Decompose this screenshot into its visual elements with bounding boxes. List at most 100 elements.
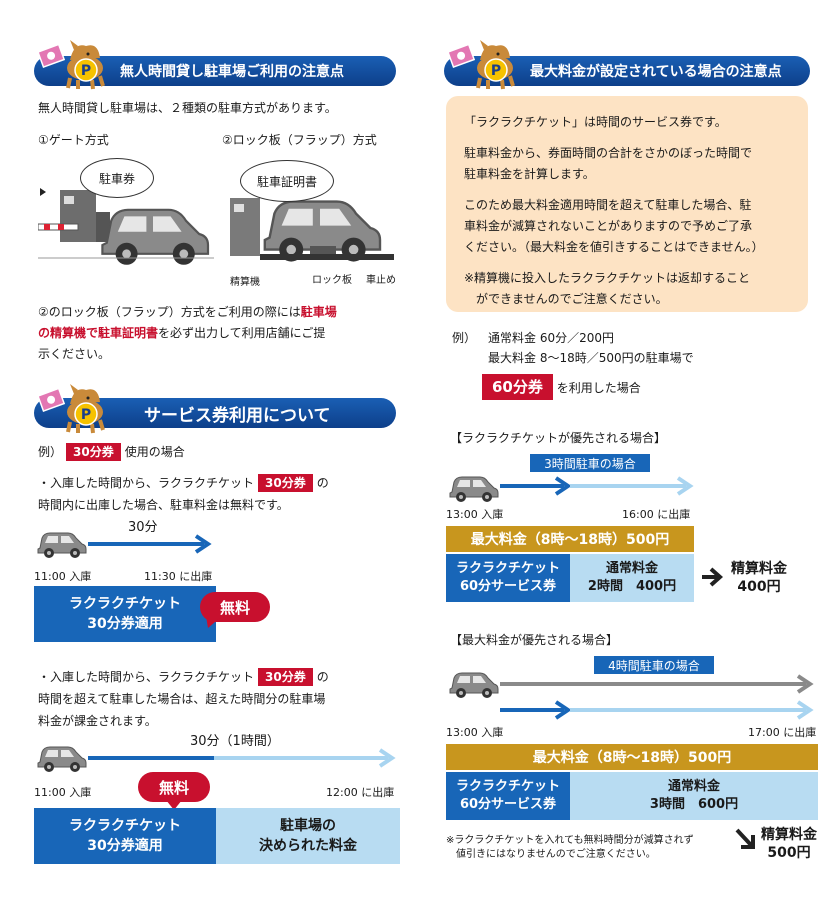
example-suffix: 使用の場合	[124, 445, 185, 459]
example-max: 最大料金 8～18時／500円の駐車場で	[488, 351, 694, 365]
bullet-text: 時間を超えて駐車した場合は、超えた時間分の駐車場	[38, 692, 326, 706]
car-icon	[36, 524, 88, 560]
case2-result: 精算料金 500円	[756, 826, 822, 862]
duration-label: 30分（1時間）	[190, 734, 280, 749]
free-badge-tail	[166, 800, 182, 810]
max-fee-text: 最大料金（8時～18時）500円	[532, 750, 732, 766]
box-line: ラクラクチケット	[455, 561, 560, 576]
case-label-text: 4時間駐車の場合	[608, 658, 700, 673]
notice-line: このため最大料金適用時間を超えて駐車した場合、駐	[464, 198, 752, 212]
arrow-down-right-icon	[735, 828, 755, 849]
case1-heading: 【ラクラクチケットが優先される場合】	[450, 431, 667, 445]
ticket-applied-box: ラクラクチケット 30分券適用	[34, 586, 216, 642]
case2-heading: 【最大料金が優先される場合】	[450, 633, 619, 647]
case1-max-fee: 最大料金（8時～18時）500円	[446, 526, 694, 552]
label-machine: 精算機	[230, 277, 260, 288]
note-highlight: の精算機で駐車証明書	[38, 326, 159, 340]
label-lock: ロック板	[312, 275, 352, 286]
ticket-badge: 30分券	[66, 443, 121, 461]
note-part: 示ください。	[38, 347, 111, 361]
ticket-applied-box: ラクラクチケット 30分券適用	[34, 808, 216, 864]
case2-ticket-box: ラクラクチケット 60分サービス券	[446, 772, 570, 820]
max-fee-text: 最大料金（8時～18時）500円	[470, 532, 670, 548]
example-prefix: 例）	[38, 445, 63, 459]
notice-line: 車料金が減算されないことがありますので予めご了承	[464, 219, 753, 233]
bullet-text: の	[316, 670, 329, 684]
case1-ticket-box: ラクラクチケット 60分サービス券	[446, 554, 570, 602]
case2-arrow-blue	[500, 700, 814, 720]
bubble-ticket: 駐車券	[80, 158, 154, 198]
example-normal: 通常料金 60分／200円	[488, 331, 614, 345]
case2-max-fee: 最大料金（8時～18時）500円	[446, 744, 818, 770]
intro-text: 無人時間貸し駐車場は、２種類の駐車方式があります。	[38, 101, 337, 115]
case2-label: 4時間駐車の場合	[594, 656, 714, 674]
example-prefix: 例）	[452, 331, 477, 345]
bullet-text: ・入庫した時間から、ラクラクチケット	[38, 476, 255, 490]
box-line: ラクラクチケット	[69, 818, 181, 834]
case2-out: 17:00 に出庫	[748, 726, 817, 739]
bullet-text: 料金が課金されます。	[38, 714, 157, 728]
case1-normal-box: 通常料金 2時間 400円	[570, 554, 694, 602]
bullet-text: 時間内に出庫した場合、駐車料金は無料です。	[38, 498, 289, 512]
bubble-certificate-text: 駐車証明書	[256, 174, 317, 189]
example-suffix: を利用した場合	[556, 381, 641, 395]
case1-result: 精算料金 400円	[726, 560, 792, 596]
free-badge-tail	[206, 616, 222, 628]
box-line: 30分券適用	[87, 616, 163, 632]
case2-arrow-gray	[500, 674, 814, 694]
case2-footnote: ※ラクラクチケットを入れても無料時間分が減算されず 値引きにはなりませんのでご注…	[446, 834, 694, 862]
box-line: 60分サービス券	[459, 797, 557, 812]
note-highlight: 駐車場	[300, 305, 337, 319]
section-title: サービス券利用について	[144, 405, 331, 426]
case2-normal-box: 通常料金 3時間 600円	[570, 772, 818, 820]
bubble-ticket-text: 駐車券	[98, 171, 135, 186]
notice-line: 「ラクラクチケット」は時間のサービス券です。	[464, 115, 727, 129]
box-line: ラクラクチケット	[455, 779, 560, 794]
notice-line: ください。（最大料金を値引きすることはできません。）	[464, 240, 764, 254]
time-in: 11:00 入庫	[34, 786, 92, 799]
notice-line: 駐車料金から、券面時間の合計をさかのぼった時間で	[464, 146, 753, 160]
result-line: 精算料金	[761, 827, 817, 843]
case2-in: 13:00 入庫	[446, 726, 504, 739]
example-line: 例）30分券使用の場合	[38, 442, 185, 462]
time-out: 11:30 に出庫	[144, 570, 213, 583]
lock-plate-illustration	[230, 198, 394, 263]
mascot-p-icon	[30, 382, 140, 434]
note-part: ②のロック板（フラップ）方式をご利用の際には	[38, 305, 301, 319]
bullet-text: ・入庫した時間から、ラクラクチケット	[38, 670, 255, 684]
arrow-right-icon	[702, 567, 724, 587]
gate-illustration	[38, 188, 214, 266]
notice-line: 駐車料金を計算します。	[464, 167, 595, 181]
case1-label: 3時間駐車の場合	[530, 454, 650, 472]
time-out: 12:00 に出庫	[326, 786, 395, 799]
ticket-badge: 30分券	[258, 668, 313, 686]
ticket-badge: 30分券	[258, 474, 313, 492]
result-line: 500円	[767, 845, 811, 861]
free-text: 無料	[219, 598, 250, 617]
box-line: 3時間 600円	[649, 797, 739, 812]
method-gate-label: ①ゲート方式	[38, 133, 109, 147]
note-part: を必ず出力して利用店舗にご提	[158, 326, 326, 340]
section-title: 最大料金が設定されている場合の注意点	[530, 64, 782, 80]
method-lock-label: ②ロック板（フラップ）方式	[222, 133, 377, 147]
car-icon	[36, 738, 88, 774]
free-badge: 無料	[138, 772, 210, 802]
result-line: 400円	[737, 579, 781, 595]
notice-box	[446, 96, 808, 312]
car-icon	[448, 468, 500, 504]
box-line: 30分券適用	[87, 838, 163, 854]
box-line: 決められた料金	[259, 838, 357, 854]
arrow-30min	[88, 534, 212, 554]
label-stop: 車止め	[366, 275, 396, 286]
box-line: 駐車場の	[280, 818, 336, 834]
box-line: 2時間 400円	[587, 579, 677, 594]
notice-line: ができませんのでご注意ください。	[476, 292, 668, 306]
result-line: 精算料金	[731, 561, 787, 577]
box-line: 通常料金	[605, 561, 658, 576]
case1-in: 13:00 入庫	[446, 508, 504, 521]
notice-text: 「ラクラクチケット」は時間のサービス券です。 駐車料金から、券面時間の合計をさか…	[464, 112, 764, 310]
mascot-p-icon	[440, 38, 550, 90]
box-line: 60分サービス券	[459, 579, 557, 594]
ticket-badge: 60分券	[482, 374, 553, 400]
